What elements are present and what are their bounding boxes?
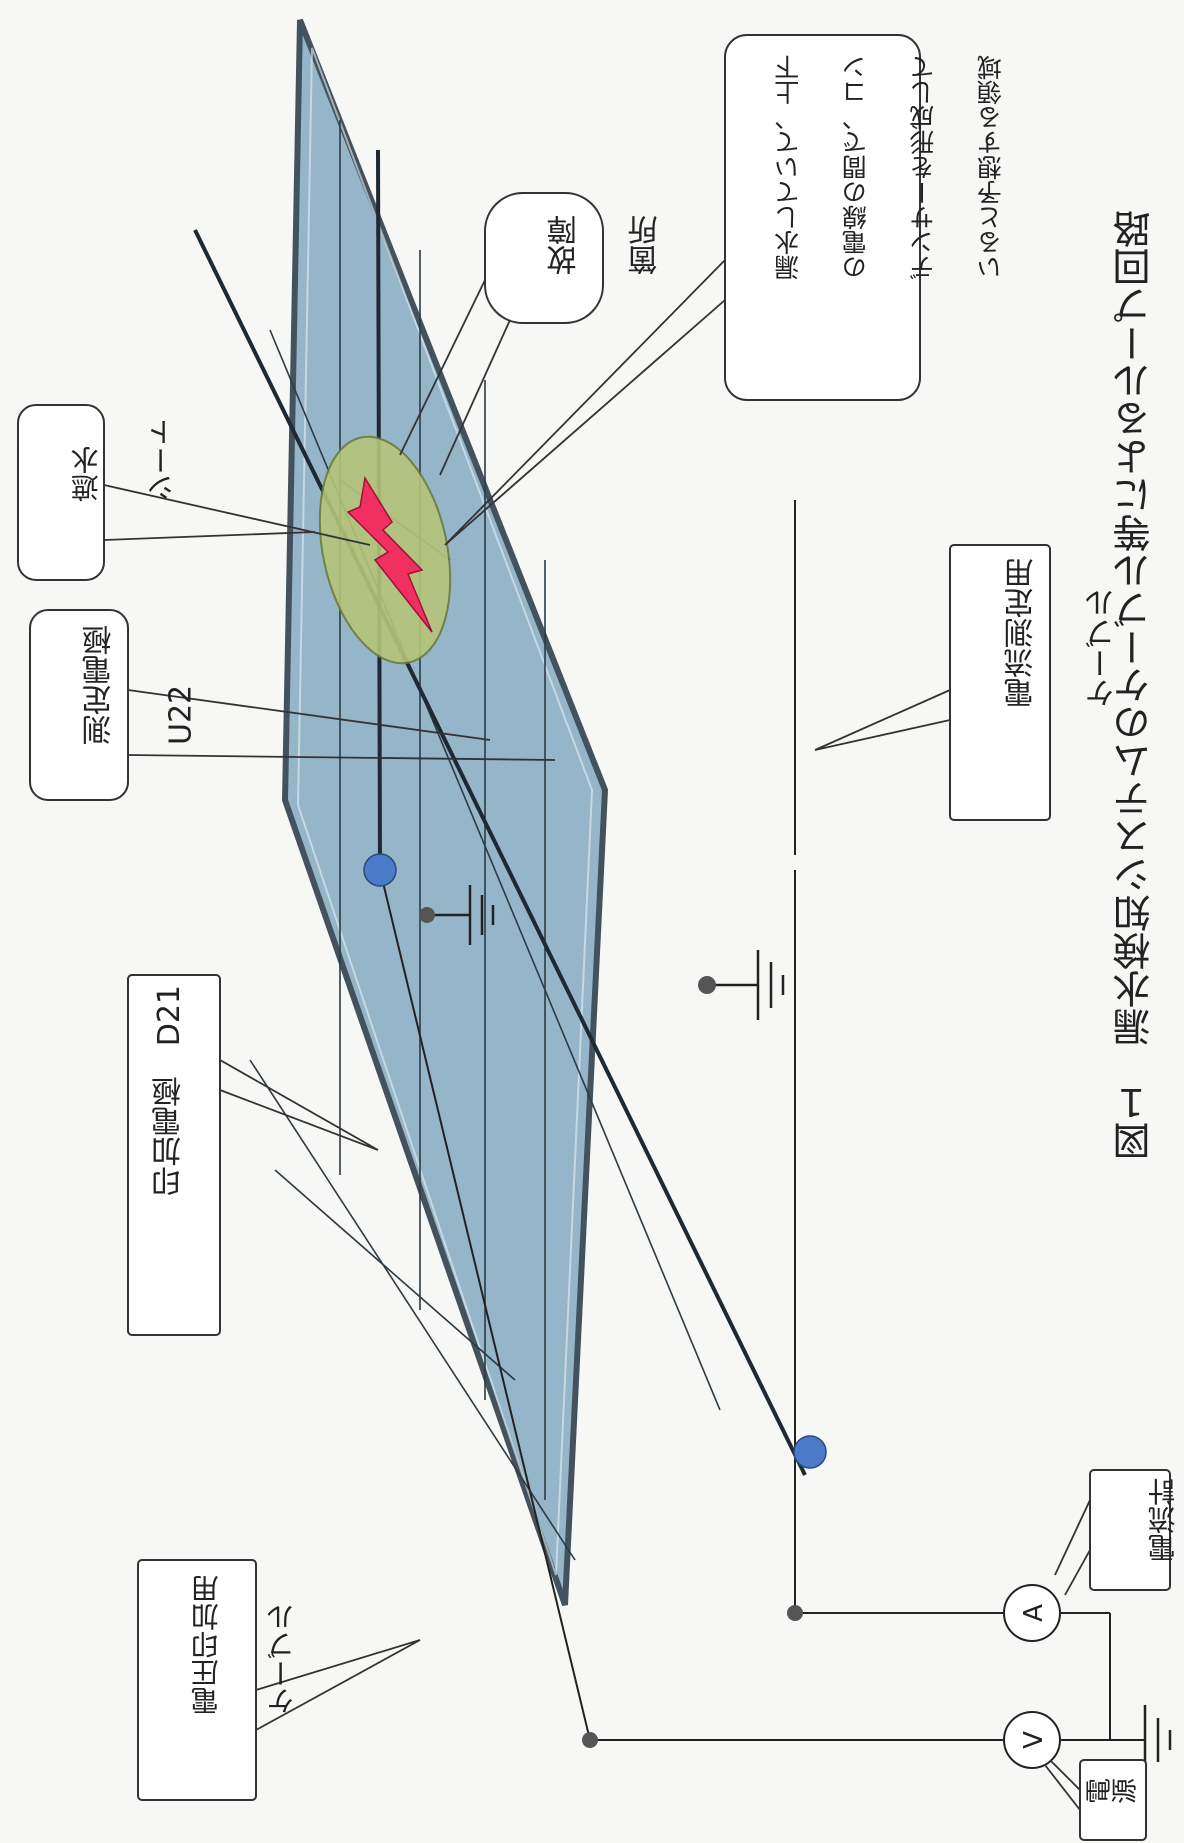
capacitor-region-line4: いると予想する領域: [976, 55, 1006, 280]
waterproof-sheet-line2: シート: [145, 418, 179, 502]
measure-electrode-box: [29, 609, 129, 801]
measure-electrode-line1: 測定電極: [82, 625, 118, 745]
fault-location-line2: 箇所: [628, 215, 664, 275]
ammeter-callout-label: 電流計: [1107, 1478, 1183, 1580]
power-source-label: 電源: [1084, 1778, 1137, 1809]
voltmeter-label: V: [1019, 1731, 1049, 1749]
capacitor-region-line3: デンサーを形成して: [908, 55, 938, 280]
measure-electrode-node: [793, 1435, 827, 1469]
terminal-node-1: [582, 1732, 598, 1748]
terminal-node-2: [787, 1605, 803, 1621]
ammeter-label: A: [1019, 1604, 1049, 1622]
ammeter-box: [1089, 1469, 1171, 1591]
capacitor-region-line1: 漏水していて、上下: [773, 55, 803, 280]
ground-node-1: [698, 976, 716, 994]
sheet-inner-edge: [296, 47, 594, 1576]
waterproof-sheet-box: [17, 404, 105, 581]
voltage-cable-line2: ケーブル: [265, 1603, 299, 1715]
ground-node-2: [419, 907, 435, 923]
fault-bolt-icon: [346, 475, 433, 633]
waterproof-sheet-label: 遮水 シート: [30, 418, 181, 520]
fault-location-label: 故障 箇所: [505, 215, 667, 294]
current-cable-box: [949, 544, 1051, 821]
waterproof-sheet: [281, 18, 609, 1606]
measure-electrode-label: 測定電極 U22: [40, 625, 202, 764]
current-cable-label: 電流測定用 ケーブル: [962, 558, 1124, 727]
applied-electrode-node: [363, 853, 397, 887]
callout-pointers: [103, 259, 1091, 1811]
fault-location-line1: 故障: [547, 215, 583, 275]
ammeter-callout-text: 電流計: [1146, 1478, 1180, 1562]
fault-location-box: [484, 192, 604, 324]
capacitor-region-box: [724, 34, 921, 401]
circuit-wiring: [379, 500, 1145, 1741]
applied-electrode-label: 印加電極 D21: [152, 985, 187, 1197]
voltmeter: [1003, 1711, 1061, 1769]
voltage-cable-label: 電圧印加用 ケーブル: [150, 1575, 301, 1733]
current-cable-line1: 電流測定用: [1004, 558, 1040, 708]
applied-electrode-box: [127, 974, 221, 1336]
capacitor-region-line2: の電線の間で、コン: [841, 55, 871, 280]
capacitor-region-label: 漏水していて、上下 の電線の間で、コン デンサーを形成して いると予想する領域: [738, 55, 1008, 296]
ammeter: [1003, 1584, 1061, 1642]
voltage-cable-box: [137, 1559, 257, 1801]
figure-caption: 図１ 漏水検知システムのケーブル等によるループ回路: [1113, 210, 1157, 1160]
measure-electrode-line: [193, 229, 807, 1476]
power-source-box: [1079, 1759, 1147, 1841]
voltage-cable-line1: 電圧印加用: [189, 1575, 223, 1715]
measure-electrode-line2: U22: [163, 684, 199, 745]
waterproof-sheet-line1: 遮水: [69, 446, 103, 502]
